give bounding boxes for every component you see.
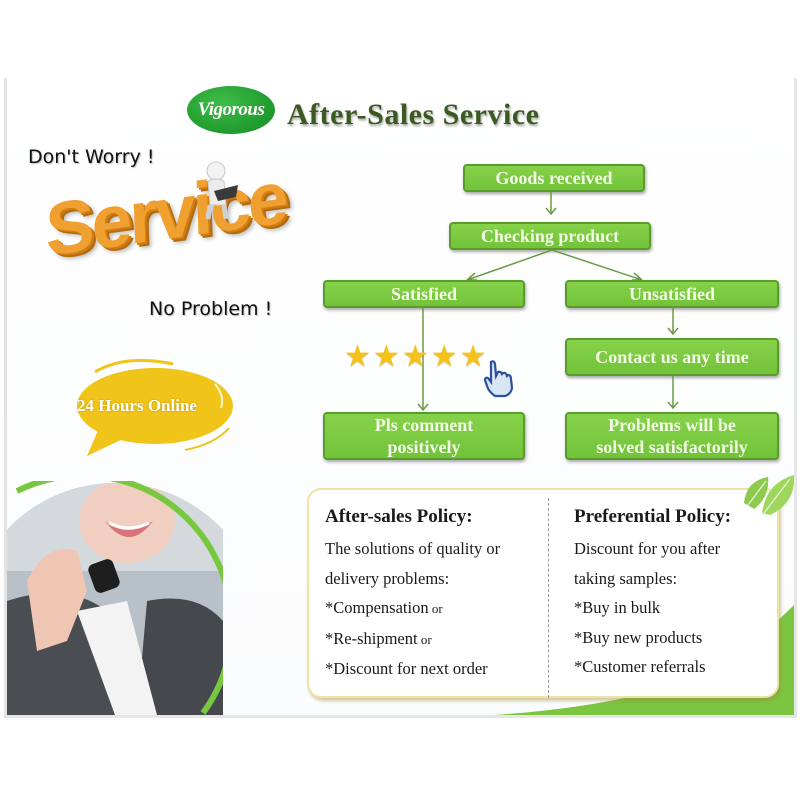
slogan-dont-worry: Don't Worry ! (28, 146, 155, 168)
person-with-laptop-icon (205, 161, 238, 220)
branch-arrows-icon (466, 250, 643, 281)
flow-text-line: Problems will be (608, 415, 736, 435)
arrow-down-icon (545, 192, 557, 216)
support-agent-photo (7, 481, 223, 715)
preferential-heading: Preferential Policy: (574, 506, 732, 527)
vigorous-logo: Vigorous (187, 86, 275, 134)
flow-contact-us: Contact us any time (565, 338, 779, 376)
policy-item: *Customer referrals (574, 657, 706, 676)
arrow-down-icon (667, 308, 679, 336)
arrow-down-icon (667, 376, 679, 410)
flow-satisfied: Satisfied (323, 280, 525, 308)
policy-divider (548, 498, 549, 698)
banner-canvas: Vigorous After-Sales Service Don't Worry… (4, 78, 797, 718)
flow-goods-received: Goods received (463, 164, 645, 192)
flow-text-line: positively (387, 437, 461, 457)
policy-item: *Buy in bulk (574, 598, 661, 617)
service-3d-word: Service (44, 154, 287, 272)
logo-text: Vigorous (197, 99, 265, 120)
arrow-down-long-icon (417, 308, 429, 412)
leaf-icon (744, 475, 794, 515)
flow-unsatisfied: Unsatisfied (565, 280, 779, 308)
star-icon: ★ (459, 340, 487, 373)
policy-line: Discount for you after (574, 539, 721, 558)
policy-item: *Buy new products (574, 627, 703, 647)
star-icon: ★ (372, 340, 400, 373)
flow-problems-solved: Problems will be solved satisfactorily (565, 412, 779, 460)
five-star-rating: ★ ★ ★ ★ ★ (344, 342, 487, 372)
star-icon: ★ (401, 340, 429, 373)
preferential-policy: Preferential Policy: Discount for you af… (574, 506, 731, 682)
flow-checking-product: Checking product (449, 222, 651, 250)
star-icon: ★ (430, 340, 458, 373)
pointing-hand-cursor-icon (483, 360, 514, 398)
star-icon: ★ (344, 340, 371, 373)
after-sales-heading: After-sales Policy: (325, 506, 473, 527)
flow-comment-positively: Pls comment positively (323, 412, 525, 460)
policy-line: The solutions of quality or (325, 539, 501, 558)
page-title: After-Sales Service (287, 98, 540, 131)
policy-item: *Discount for next order (325, 659, 488, 678)
after-sales-policy: After-sales Policy: The solutions of qua… (325, 506, 500, 684)
slogan-no-problem: No Problem ! (149, 298, 273, 320)
policy-item: *Re-shipment or (325, 628, 432, 648)
policy-panel (307, 488, 779, 698)
policy-item: *Compensation or (325, 598, 443, 617)
policy-line: taking samples: (574, 568, 678, 588)
flow-text-line: solved satisfactorily (596, 437, 748, 457)
bubble-text-24-hours: 24 Hours Online (77, 396, 197, 415)
speech-bubble-icon (77, 358, 233, 456)
policy-line: delivery problems: (325, 568, 450, 588)
flow-text-line: Pls comment (374, 415, 474, 435)
